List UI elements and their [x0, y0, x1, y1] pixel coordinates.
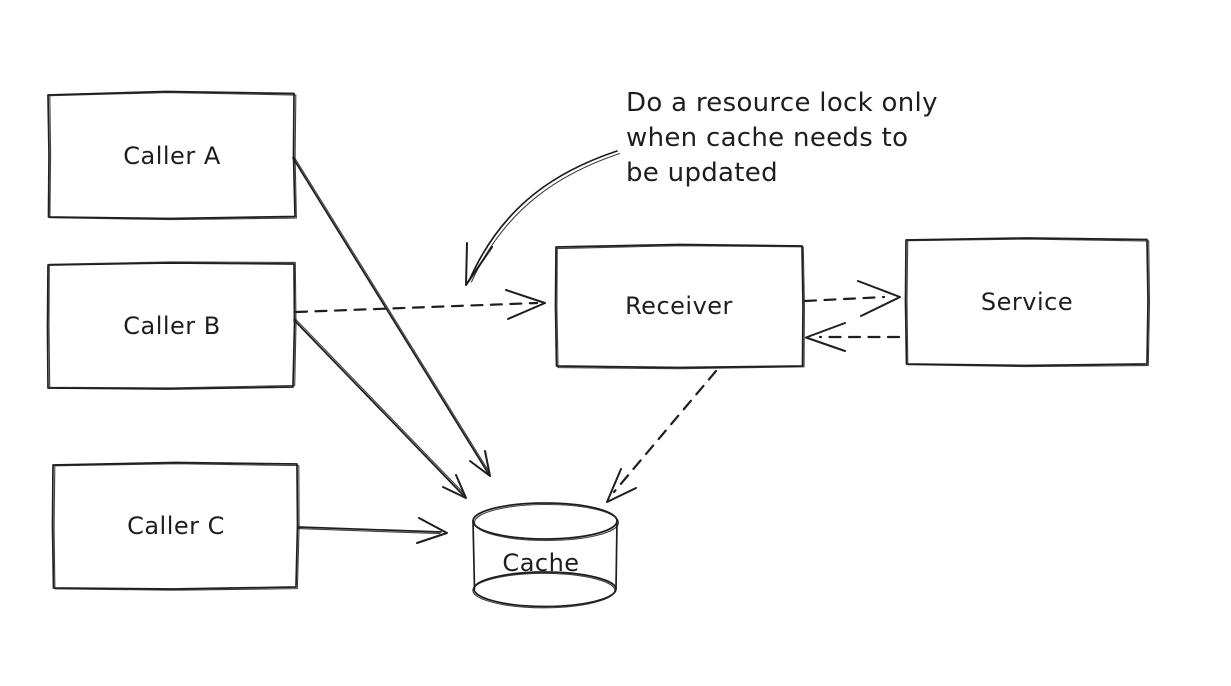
- service-label: Service: [980, 288, 1074, 316]
- edge-receiver-to-cache: [606, 369, 718, 503]
- arrowhead: [416, 517, 448, 544]
- arrowhead: [606, 468, 637, 503]
- arrowhead: [465, 242, 493, 286]
- arrowhead: [857, 280, 901, 317]
- arrowhead: [805, 322, 846, 352]
- annotation-pointer-arrow: [465, 150, 621, 286]
- arrowhead: [442, 474, 467, 499]
- cache-cylinder: [472, 502, 620, 609]
- edge-caller-a-to-cache: [292, 156, 491, 477]
- receiver-label: Receiver: [625, 292, 733, 320]
- arrowhead: [469, 450, 491, 477]
- edge-caller-b-to-receiver: [294, 289, 546, 320]
- caller-c-label: Caller C: [127, 512, 225, 540]
- caller-a-label: Caller A: [123, 142, 221, 170]
- annotation-text: Do a resource lock only when cache needs…: [626, 88, 938, 188]
- edge-caller-b-to-cache: [293, 318, 467, 499]
- arrowhead: [505, 289, 546, 320]
- caller-b-label: Caller B: [123, 312, 221, 340]
- cache-label: Cache: [502, 549, 580, 577]
- edge-service-to-receiver: [805, 322, 901, 352]
- edge-caller-c-to-cache: [297, 517, 448, 544]
- edge-receiver-to-service: [803, 280, 901, 317]
